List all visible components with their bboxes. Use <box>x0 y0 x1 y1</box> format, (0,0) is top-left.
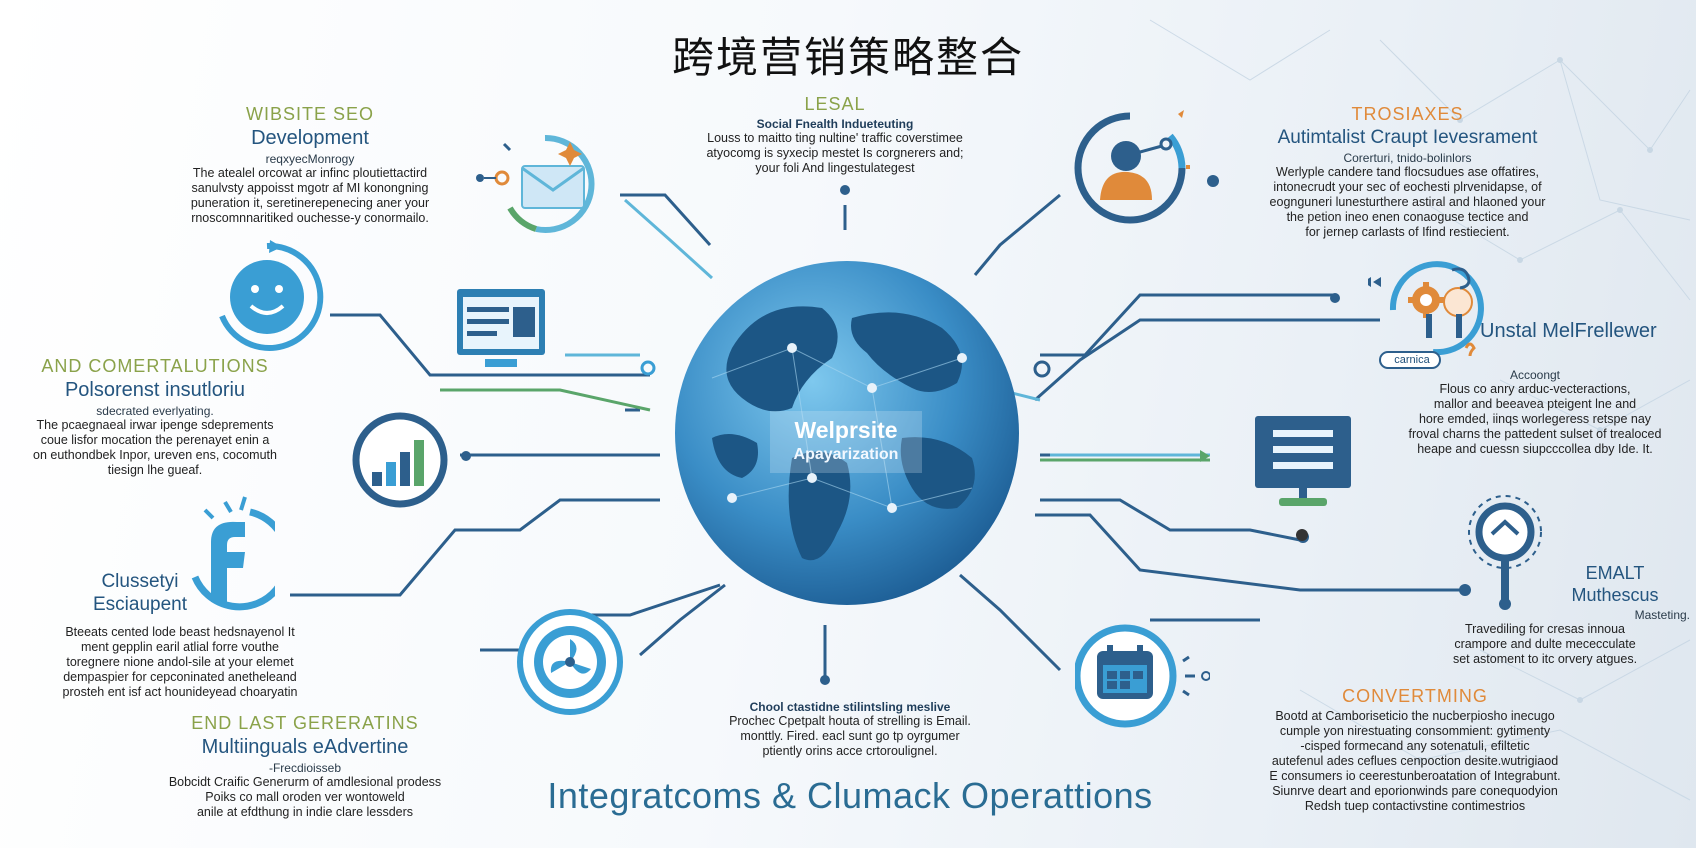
emalt-section: Masteting. Travediling for cresas innoua… <box>1400 606 1690 667</box>
converting-line: Redsh tuep contactivstine contimestrios <box>1304 799 1526 813</box>
clussetyi-line: dempaspier for cepconinated anetheleand <box>63 670 297 684</box>
website-seo-sub: reqxyecMonrogy <box>265 152 355 166</box>
trosiaes-line: intonecrudt your sec of eochesti plrveni… <box>1273 180 1542 194</box>
conjunctions-line: on euthondbek Inpor, ureven ens, cocomut… <box>33 448 277 462</box>
unstal-line: heape and cuessn siupcccollea dby Ide. I… <box>1417 442 1653 456</box>
trosiaes-section: TROSIAXES Autimtalist Craupt Ievesrament… <box>1245 104 1570 240</box>
converting-line: E consumers io ceerestunberoatation of I… <box>1269 769 1561 783</box>
user-headset-icon <box>1074 110 1190 224</box>
trosiaes-heading: Autimtalist Craupt Ievesrament <box>1277 127 1538 148</box>
converting-line: autefenul ades ceflues cenpoction desite… <box>1271 754 1559 768</box>
globe-icon <box>675 261 1019 605</box>
website-seo-heading: Development <box>251 127 369 149</box>
conjunctions-heading: Polsorenst insutloriu <box>64 379 246 401</box>
bar-chart-icon <box>352 412 448 508</box>
converting-line: Siunrve deart and eporionwinds pare cone… <box>1272 784 1558 798</box>
facebook-icon <box>191 496 275 611</box>
conjunctions-sub: sdecrated everlyating. <box>96 404 214 418</box>
fan-icon <box>517 609 623 715</box>
converting-line: -cisped formecand any sotenatuli, efilte… <box>1300 739 1530 753</box>
legal-kicker: LESAL <box>804 94 866 114</box>
end-last-line: Poiks co mall oroden ver wontoweld <box>205 790 405 804</box>
trosiaes-line: the petion ineo enen conaoguse tectice a… <box>1286 210 1529 224</box>
presentation-screen-icon <box>1255 416 1351 506</box>
website-seo-line: rnoscomnnaritiked ouchesse-y conormailo. <box>191 211 429 225</box>
legal-heading: Social Fnealth Indueteuting <box>756 117 914 131</box>
website-seo-line: The atealel orcowat ar infinc ploutietta… <box>192 166 428 180</box>
end-last-heading: Multiinguals eAdvertine <box>201 736 409 758</box>
conjunctions-section: AND COMERTALUTIONS Polsorenst insutloriu… <box>0 356 310 478</box>
legal-section: LESAL Social Fnealth Indueteuting Louss … <box>665 94 1005 176</box>
end-last-line: anile at efdthung in indie clare lessder… <box>196 805 414 819</box>
center-bottom-section: Chool ctastidne stilintsling meslive Pro… <box>690 698 1010 759</box>
converting-line: Bootd at Camboriseticio the nucberpiosho… <box>1275 709 1555 723</box>
page-title: 跨境营销策略整合 <box>671 33 1024 82</box>
cloud-badge-label: carnica <box>1394 354 1430 366</box>
emalt-line: Travediling for cresas innoua <box>1464 622 1626 636</box>
legal-line: atyocomg is syxecip mestet Is corgnerers… <box>706 146 964 160</box>
trosiaes-line: Werlyple candere tand flocsudues ase off… <box>1276 165 1539 179</box>
trosiaes-line: for jernep carlasts of Ifind restiecient… <box>1305 225 1510 239</box>
legal-line: your foli And lingestulategest <box>755 161 915 175</box>
unstal-heading: Unstal MelFrellewer <box>1480 320 1657 342</box>
website-seo-kicker: WIBSITE SEO <box>245 104 375 124</box>
conjunctions-line: The pcaegnaeal irwar ipenge sdeprements <box>36 418 274 432</box>
center-bottom-line: Prochec Cpetpalt houta of strelling is E… <box>729 714 971 728</box>
calendar-icon <box>1075 624 1210 728</box>
globe-label-line1: Welprsite <box>794 417 898 443</box>
center-bottom-heading: Chool ctastidne stilintsling meslive <box>749 700 951 714</box>
clussetyi-line: Bteeats cented lode beast hedsnayenol It <box>65 625 295 639</box>
smiley-cycle-icon <box>219 240 324 351</box>
center-bottom-line: ptiently orins acce crtoroulignel. <box>762 744 938 758</box>
converting-kicker: CONVERTMING <box>1342 686 1488 706</box>
end-last-line: Bobcidt Craific Generurm of amdlesional … <box>168 775 442 789</box>
globe-label-line2: Apayarization <box>793 446 899 463</box>
footer-title: Integratcoms & Clumack Operattions <box>547 775 1153 816</box>
conjunctions-line: tiesign lhe gueaf. <box>107 463 203 477</box>
conjunctions-line: coue lisfor mocation the perenayet enin … <box>40 433 270 447</box>
clussetyi-line: prosteh ent isf act hounideyead choaryat… <box>62 685 298 699</box>
converting-section: CONVERTMING Bootd at Camboriseticio the … <box>1245 686 1585 814</box>
unstal-line: Flous co anry arduc-vecteractions, <box>1439 382 1631 396</box>
envelope-icon <box>476 134 595 233</box>
clussetyi-line: ment gepplin earil atlial forre vouthe <box>80 640 280 654</box>
clussetyi-line: toregnere nione andol-sile at your eleme… <box>66 655 294 669</box>
gear-cloud-icon <box>1368 261 1484 369</box>
clussetyi-body: Bteeats cented lode beast hedsnayenol It… <box>20 625 340 700</box>
emalt-sub: Masteting. <box>1634 608 1690 622</box>
end-last-section: END LAST GERERATINS Multiinguals eAdvert… <box>135 713 475 820</box>
unstal-line: hore emded, iinqs worlegeress retspe nay <box>1418 412 1652 426</box>
unstal-sub: Accoongt <box>1509 368 1561 382</box>
clussetyi-heading: Clussetyi Esciaupent <box>92 571 187 615</box>
website-seo-line: puneration it, seretinerepenecing aner y… <box>190 196 430 210</box>
unstal-line: mallor and beeavea pteigent lne and <box>1433 397 1637 411</box>
website-seo-line: sanulvsty appoisst mgotr af MI konongnin… <box>191 181 429 195</box>
end-last-kicker: END LAST GERERATINS <box>191 713 419 733</box>
status-dot <box>1296 529 1308 541</box>
trosiaes-sub: Corerturi, tnido-bolinlors <box>1343 151 1472 165</box>
unstal-section: Accoongt Flous co anry arduc-vecteractio… <box>1385 366 1685 457</box>
website-seo-section: WIBSITE SEO Development reqxyecMonrogy T… <box>140 104 480 226</box>
center-bottom-line: monttly. Fired. eacl sunt go tp oyrgumer <box>740 729 960 743</box>
globe-label: Welprsite Apayarization <box>770 411 922 473</box>
legal-line: Louss to maitto ting nultine' traffic co… <box>707 131 963 145</box>
monitor-layout-icon <box>457 289 545 367</box>
converting-line: cumple yon nirestuating consommient: gyt… <box>1279 724 1551 738</box>
end-last-sub: -Frecdioisseb <box>268 761 342 775</box>
conjunctions-kicker: AND COMERTALUTIONS <box>41 356 269 376</box>
trosiaes-kicker: TROSIAXES <box>1351 104 1464 124</box>
emalt-line: set astoment to itc orvery atgues. <box>1452 652 1638 666</box>
magnifier-gauge-icon <box>1468 495 1542 610</box>
unstal-line: froval charns the pattedent sulset of tr… <box>1408 427 1662 441</box>
emalt-heading: EMALT Muthescus <box>1571 563 1659 605</box>
trosiaes-line: eognguneri lunesturthere astiral and hla… <box>1269 195 1546 209</box>
emalt-line: crampore and dulte mececculate <box>1454 637 1636 651</box>
